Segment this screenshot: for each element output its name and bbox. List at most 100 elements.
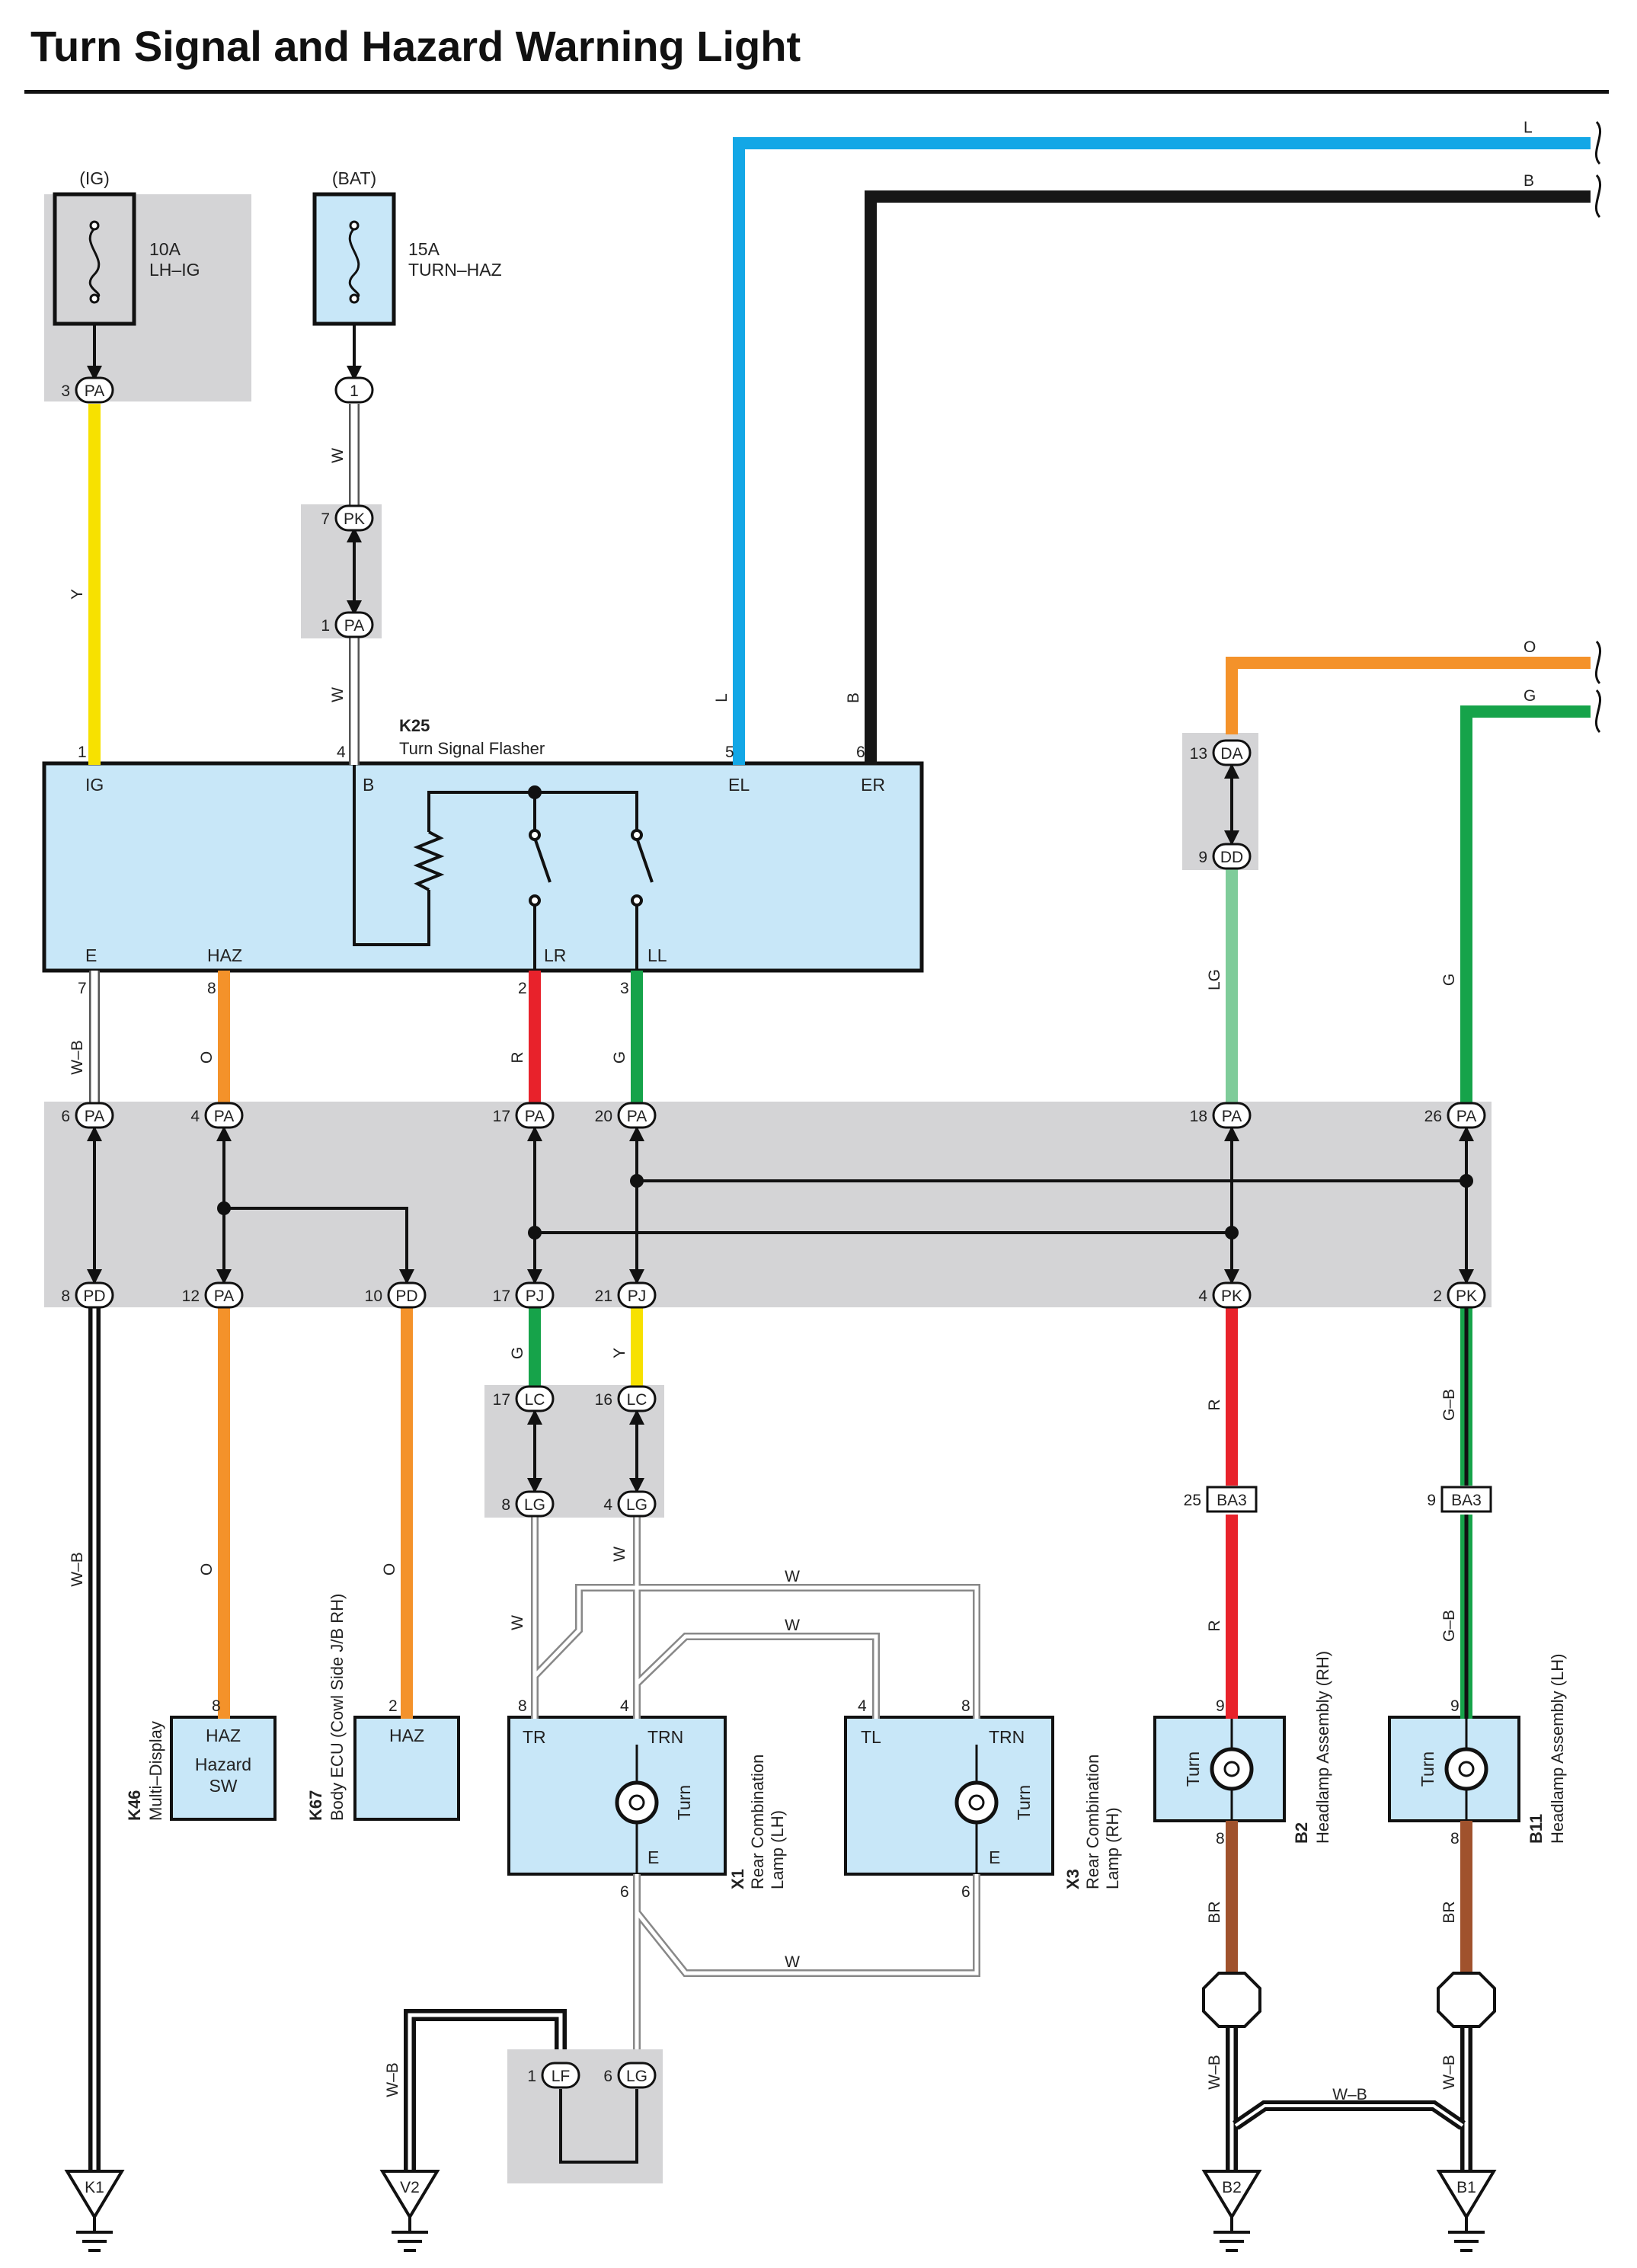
svg-text:4: 4 xyxy=(858,1697,867,1715)
pin-el: 5 xyxy=(725,744,734,761)
svg-text:PK: PK xyxy=(344,510,365,528)
svg-text:W: W xyxy=(329,687,347,702)
x1-id: X1 xyxy=(728,1869,747,1889)
svg-text:PJ: PJ xyxy=(628,1288,647,1305)
connector: PK 7 xyxy=(321,504,374,532)
lamp-icon xyxy=(954,1780,999,1825)
svg-text:17: 17 xyxy=(493,1391,510,1409)
svg-text:20: 20 xyxy=(595,1108,612,1125)
flasher-box xyxy=(42,761,924,973)
connector: LG 4 xyxy=(603,1490,657,1518)
b11-id: B11 xyxy=(1527,1814,1546,1844)
svg-text:W–B: W–B xyxy=(69,1040,86,1075)
svg-text:LC: LC xyxy=(525,1391,545,1409)
x3-name2: Lamp (RH) xyxy=(1103,1807,1122,1889)
svg-text:25: 25 xyxy=(1184,1492,1201,1509)
svg-text:1: 1 xyxy=(321,617,330,635)
ground-symbols xyxy=(64,2170,1497,2252)
fuse-rating: 15A xyxy=(408,239,440,259)
svg-text:1: 1 xyxy=(527,2068,536,2085)
svg-text:7: 7 xyxy=(321,510,330,528)
pin-e: 7 xyxy=(78,980,87,997)
wires xyxy=(88,137,1591,2171)
svg-text:DA: DA xyxy=(1220,745,1242,763)
wire-b-er xyxy=(865,190,1591,765)
svg-text:W–B: W–B xyxy=(1206,2055,1223,2090)
svg-text:LG: LG xyxy=(626,1496,647,1514)
flasher-internal xyxy=(353,765,654,969)
svg-text:2: 2 xyxy=(388,1697,398,1715)
svg-text:BA3: BA3 xyxy=(1217,1492,1247,1509)
svg-text:R: R xyxy=(509,1051,526,1063)
svg-text:4: 4 xyxy=(603,1496,612,1514)
svg-text:LG: LG xyxy=(524,1496,545,1514)
svg-text:B: B xyxy=(845,693,862,703)
x1-name2: Lamp (LH) xyxy=(768,1810,787,1889)
pin-ll: 3 xyxy=(620,980,629,997)
svg-text:17: 17 xyxy=(493,1108,510,1125)
svg-text:Turn: Turn xyxy=(1418,1751,1437,1787)
resistor-icon xyxy=(413,830,445,891)
svg-text:BR: BR xyxy=(1206,1901,1223,1923)
lamp-icon xyxy=(615,1780,659,1825)
wire-wb-bridge xyxy=(1234,2104,1464,2127)
svg-text:PJ: PJ xyxy=(526,1288,545,1305)
svg-text:G: G xyxy=(509,1347,526,1359)
svg-text:B: B xyxy=(1523,172,1534,190)
svg-text:9: 9 xyxy=(1427,1492,1436,1509)
svg-text:18: 18 xyxy=(1190,1108,1207,1125)
pin-lr: 2 xyxy=(518,980,527,997)
connector: PD8 xyxy=(61,1281,114,1309)
ground-icon xyxy=(1201,2170,1262,2220)
terminal-lr: LR xyxy=(544,945,566,965)
svg-text:O: O xyxy=(198,1563,216,1575)
svg-text:8: 8 xyxy=(212,1697,221,1715)
pin-haz: 8 xyxy=(207,980,216,997)
svg-text:PA: PA xyxy=(344,617,364,635)
box-connector: BA3 25 xyxy=(1184,1486,1258,1513)
connector: PA4 xyxy=(190,1102,244,1129)
k67-name: Body ECU (Cowl Side J/B RH) xyxy=(328,1594,347,1821)
connector: PA 17 xyxy=(493,1102,555,1129)
splice-octagon-icon xyxy=(1202,1972,1261,2028)
switch-lr-icon xyxy=(533,837,552,883)
svg-text:LF: LF xyxy=(552,2068,571,2085)
terminal-el: EL xyxy=(728,775,750,795)
fuse-element-icon xyxy=(88,227,101,300)
fuse-name: TURN–HAZ xyxy=(408,260,502,280)
lamp-symbols xyxy=(615,1719,1496,2028)
svg-text:TRN: TRN xyxy=(989,1727,1025,1747)
k46-id: K46 xyxy=(125,1790,144,1821)
svg-text:W–B: W–B xyxy=(384,2062,401,2097)
svg-text:6: 6 xyxy=(61,1108,70,1125)
svg-text:PA: PA xyxy=(525,1108,545,1125)
svg-text:4: 4 xyxy=(620,1697,629,1715)
fuse-source: (IG) xyxy=(79,168,110,188)
component-boxes xyxy=(42,192,1520,1876)
lamp-icon xyxy=(1444,1747,1488,1791)
svg-text:6: 6 xyxy=(961,1883,970,1901)
connector: PA3 xyxy=(61,376,114,404)
svg-text:6: 6 xyxy=(620,1883,629,1901)
svg-text:V2: V2 xyxy=(400,2179,420,2196)
svg-text:PK: PK xyxy=(1456,1288,1477,1305)
k46-text2: SW xyxy=(209,1776,237,1796)
wire-o-right xyxy=(1226,657,1591,734)
svg-text:4: 4 xyxy=(190,1108,200,1125)
connector: LG6 xyxy=(603,2062,657,2089)
svg-text:12: 12 xyxy=(182,1288,200,1305)
svg-text:R: R xyxy=(1206,1620,1223,1631)
svg-text:9: 9 xyxy=(1450,1697,1460,1715)
svg-text:8: 8 xyxy=(1450,1830,1460,1847)
svg-text:W–B: W–B xyxy=(1332,2086,1367,2103)
svg-text:17: 17 xyxy=(493,1288,510,1305)
svg-text:8: 8 xyxy=(61,1288,70,1305)
svg-text:L: L xyxy=(1523,119,1533,136)
connector: PK2 xyxy=(1433,1281,1486,1309)
wire-w-x3-tl xyxy=(635,1634,878,1719)
